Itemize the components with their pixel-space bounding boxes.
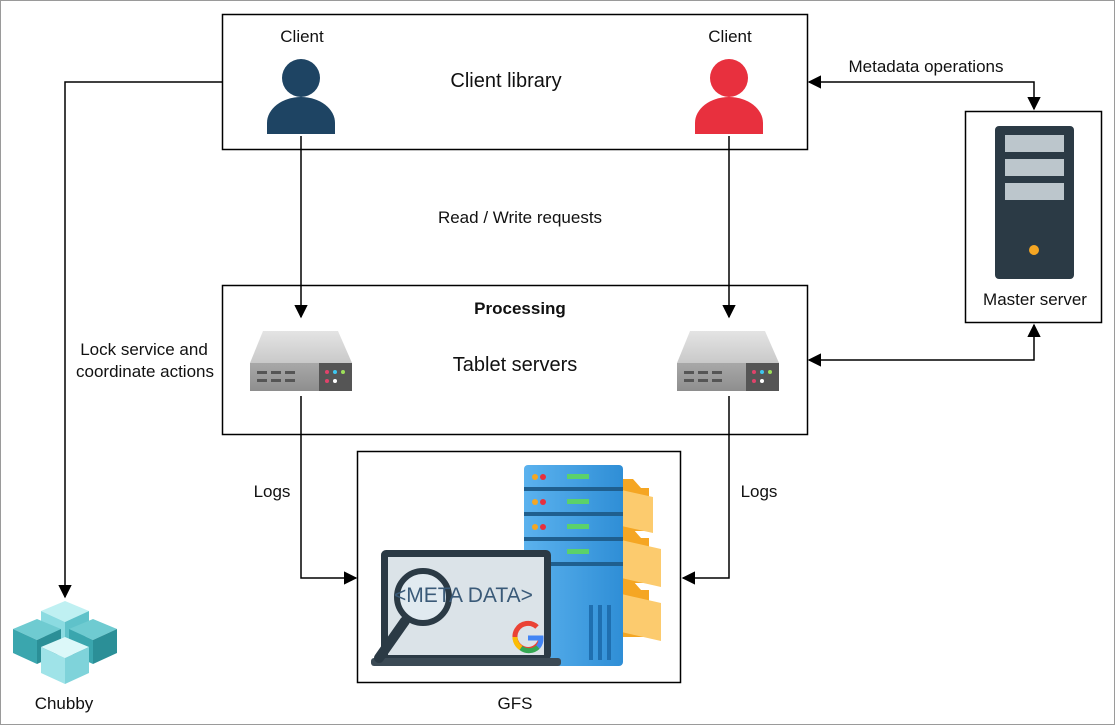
tablet-server-right-icon [677, 331, 779, 391]
client-left-label: Client [280, 27, 324, 46]
logs-left-label: Logs [253, 482, 291, 501]
client-right-icon [695, 59, 763, 134]
tablet-servers-label: Tablet servers [452, 354, 578, 376]
lock-service-label-line1: Lock service and [80, 340, 208, 359]
chubby-icon [13, 601, 117, 684]
tablet-server-left-icon [250, 331, 352, 391]
arrow-logs-right [681, 396, 730, 585]
read-write-label: Read / Write requests [437, 208, 603, 227]
lock-service-label-line2: coordinate actions [76, 362, 214, 381]
master-server-icon [995, 126, 1074, 279]
arrow-metadata-operations [807, 75, 1041, 111]
gfs-metadata-icon [371, 465, 661, 666]
client-right-label: Client [708, 27, 752, 46]
arrow-lock-service [58, 81, 222, 599]
google-logo-icon [512, 620, 544, 654]
arrow-tablet-to-master [807, 323, 1041, 367]
metadata-operations-label: Metadata operations [848, 57, 1004, 76]
gfs-label: GFS [497, 694, 533, 713]
client-library-title: Client library [450, 70, 562, 92]
magnifier-icon [374, 568, 452, 663]
chubby-label: Chubby [34, 694, 94, 713]
arrow-logs-left [300, 396, 358, 585]
processing-title: Processing [474, 299, 566, 318]
metadata-screen-text: <META DATA> [394, 584, 533, 607]
client-left-icon [267, 59, 335, 134]
logs-right-label: Logs [740, 482, 778, 501]
master-server-label: Master server [983, 290, 1087, 309]
